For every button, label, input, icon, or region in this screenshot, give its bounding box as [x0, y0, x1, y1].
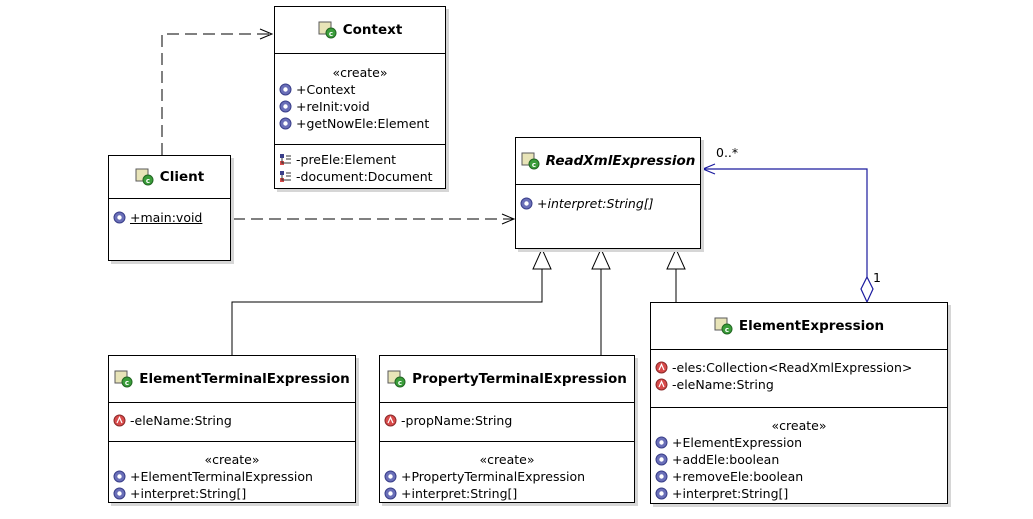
public-method-icon [279, 83, 292, 96]
class-header: c Client [109, 156, 230, 199]
operation-item: +getNowEle:Element [279, 115, 441, 132]
class-readxmlexpression[interactable]: c ReadXmlExpression +interpret:String[] [515, 137, 701, 249]
operation-item: +removeEle:boolean [655, 468, 943, 485]
attribute-item: -eleName:String [655, 376, 943, 393]
class-name: Context [342, 22, 403, 38]
class-header: c ElementTerminalExpression [109, 356, 355, 403]
public-method-icon [655, 487, 668, 500]
private-field-tree-icon [280, 171, 291, 182]
class-propertyterminalexpression[interactable]: c PropertyTerminalExpression -propName:S… [379, 355, 635, 503]
operations-compartment: «create» +ElementExpression +addEle:bool… [651, 408, 947, 506]
public-method-icon [655, 436, 668, 449]
operation-item: +reInit:void [279, 98, 441, 115]
public-method-icon [113, 211, 126, 224]
class-name: ElementTerminalExpression [139, 371, 350, 387]
attribute-item: -document:Document [279, 168, 441, 185]
attributes-compartment: -eleName:String [109, 403, 355, 442]
stereotype-label: «create» [204, 452, 260, 467]
private-field-icon [655, 378, 668, 391]
attribute-item: -propName:String [384, 412, 630, 429]
operation-item: +main:void [113, 209, 226, 226]
operations-compartment: +interpret:String[] [516, 185, 700, 216]
attributes-compartment: -eles:Collection<ReadXmlExpression> -ele… [651, 350, 947, 408]
public-method-icon [279, 100, 292, 113]
operation-item: +addEle:boolean [655, 451, 943, 468]
svg-text:c: c [398, 379, 402, 387]
class-name: ReadXmlExpression [545, 153, 696, 169]
operation-item: +interpret:String[] [655, 485, 943, 502]
class-icon: c [387, 370, 406, 388]
operations-compartment: +main:void [109, 199, 230, 230]
svg-text:c: c [125, 379, 129, 387]
private-field-icon [655, 361, 668, 374]
svg-text:c: c [329, 30, 333, 38]
attribute-item: -eles:Collection<ReadXmlExpression> [655, 359, 943, 376]
operation-item: +ElementTerminalExpression [113, 468, 351, 485]
public-method-icon [113, 487, 126, 500]
class-icon: c [114, 370, 133, 388]
attribute-item: -preEle:Element [279, 151, 441, 168]
operation-item: +interpret:String[] [113, 485, 351, 502]
public-method-icon [655, 470, 668, 483]
stereotype-label: «create» [479, 452, 535, 467]
class-header: c PropertyTerminalExpression [380, 356, 634, 403]
public-method-icon [384, 487, 397, 500]
stereotype-label: «create» [332, 65, 388, 80]
svg-text:c: c [725, 326, 729, 334]
public-method-icon [113, 470, 126, 483]
class-name: ElementExpression [738, 318, 885, 334]
private-field-tree-icon [280, 154, 291, 165]
aggregation-diamond [860, 275, 874, 304]
class-context[interactable]: c Context «create» +Context +reInit:void… [274, 6, 446, 189]
generalization-arrowhead-1 [532, 247, 552, 270]
private-field-icon [384, 414, 397, 427]
operations-compartment: «create» +ElementTerminalExpression +int… [109, 442, 355, 506]
class-icon: c [135, 168, 154, 186]
class-header: c ElementExpression [651, 303, 947, 350]
public-method-icon [655, 453, 668, 466]
generalization-arrowhead-3 [666, 247, 686, 270]
operation-item: +Context [279, 81, 441, 98]
operation-item: +interpret:String[] [384, 485, 630, 502]
class-name: Client [159, 169, 205, 185]
operation-item: +interpret:String[] [520, 195, 696, 212]
class-elementexpression[interactable]: c ElementExpression -eles:Collection<Rea… [650, 302, 948, 504]
attribute-item: -eleName:String [113, 412, 351, 429]
class-client[interactable]: c Client +main:void [108, 155, 231, 261]
operation-item: +PropertyTerminalExpression [384, 468, 630, 485]
svg-text:c: c [532, 161, 536, 169]
operation-item: +ElementExpression [655, 434, 943, 451]
multiplicity-one: 1 [873, 270, 881, 285]
private-field-icon [113, 414, 126, 427]
class-icon: c [521, 152, 540, 170]
class-icon: c [714, 317, 733, 335]
generalization-arrowhead-2 [591, 247, 611, 270]
class-header: c ReadXmlExpression [516, 138, 700, 185]
dependency-client-context [161, 34, 272, 155]
public-method-icon [520, 197, 533, 210]
attributes-compartment: -preEle:Element -document:Document [275, 145, 445, 189]
public-method-icon [384, 470, 397, 483]
svg-text:c: c [146, 177, 150, 185]
attributes-compartment: -propName:String [380, 403, 634, 442]
stereotype-label: «create» [771, 418, 827, 433]
class-header: c Context [275, 7, 445, 54]
public-method-icon [279, 117, 292, 130]
operations-compartment: «create» +PropertyTerminalExpression +in… [380, 442, 634, 506]
class-icon: c [318, 21, 337, 39]
class-elementterminalexpression[interactable]: c ElementTerminalExpression -eleName:Str… [108, 355, 356, 503]
generalization-elementterminal [231, 269, 543, 355]
class-name: PropertyTerminalExpression [412, 371, 627, 387]
multiplicity-0-many: 0..* [716, 145, 739, 160]
aggregation-line [703, 169, 868, 277]
operations-compartment: «create» +Context +reInit:void +getNowEl… [275, 54, 445, 145]
